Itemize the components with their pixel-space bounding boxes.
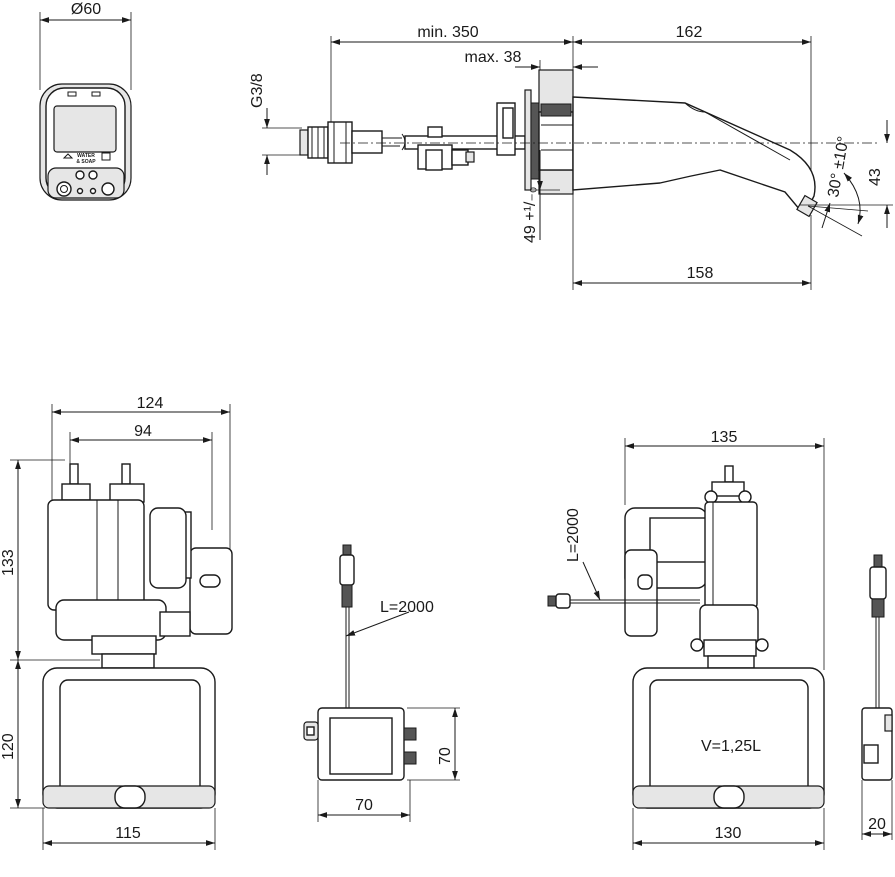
dim-spout-length-bottom: 158 bbox=[687, 265, 714, 282]
dim-tank-width-side: 130 bbox=[715, 825, 742, 842]
water-drop-icon bbox=[62, 153, 74, 159]
dim-sensor-depth: 20 bbox=[868, 816, 886, 833]
dim-tank-height: 120 bbox=[0, 733, 17, 760]
valve-tank-side-view: 135 L=2000 V=1,25L 130 bbox=[547, 429, 893, 850]
dim-thread: G3/8 bbox=[249, 73, 266, 108]
valve-tank-front-view: 124 94 133 120 1 bbox=[0, 395, 233, 850]
control-box-view: L=2000 70 70 bbox=[303, 544, 460, 822]
control-panel-view: Ø60 WATER & SOAP bbox=[39, 1, 132, 201]
panel-button-b bbox=[88, 170, 98, 180]
dim-box-height: 70 bbox=[437, 747, 454, 765]
tank-volume-label: V=1,25L bbox=[701, 738, 761, 755]
panel-label-line2: & SOAP bbox=[76, 159, 96, 165]
dim-valve-height: 133 bbox=[0, 549, 17, 576]
panel-main-button bbox=[56, 181, 72, 197]
dim-box-width: 70 bbox=[355, 797, 373, 814]
dim-min-wall: min. 350 bbox=[417, 24, 478, 41]
panel-label-line1: WATER bbox=[77, 153, 95, 159]
dim-spout-drop: 43 bbox=[867, 168, 884, 186]
dim-spout-height-offset: 49 +¹/₋₀ bbox=[522, 187, 539, 243]
dim-tank-width-front: 115 bbox=[115, 825, 141, 842]
soap-icon bbox=[101, 152, 111, 161]
dim-max-plate: max. 38 bbox=[465, 49, 522, 66]
panel-button-a bbox=[75, 170, 85, 180]
dim-valve-width-inner: 94 bbox=[134, 423, 152, 440]
dim-spout-angle: 30° ±10° bbox=[825, 135, 852, 199]
spout-side-view: min. 350 162 max. 38 G3/8 bbox=[249, 24, 893, 290]
dim-cable-length-b: L=2000 bbox=[565, 508, 582, 562]
dim-side-width: 135 bbox=[711, 429, 738, 446]
dim-valve-width-total: 124 bbox=[137, 395, 164, 412]
dim-panel-diameter: Ø60 bbox=[71, 1, 101, 18]
panel-display bbox=[53, 105, 117, 153]
dim-spout-length-top: 162 bbox=[676, 24, 703, 41]
dim-cable-length-a: L=2000 bbox=[380, 599, 434, 616]
